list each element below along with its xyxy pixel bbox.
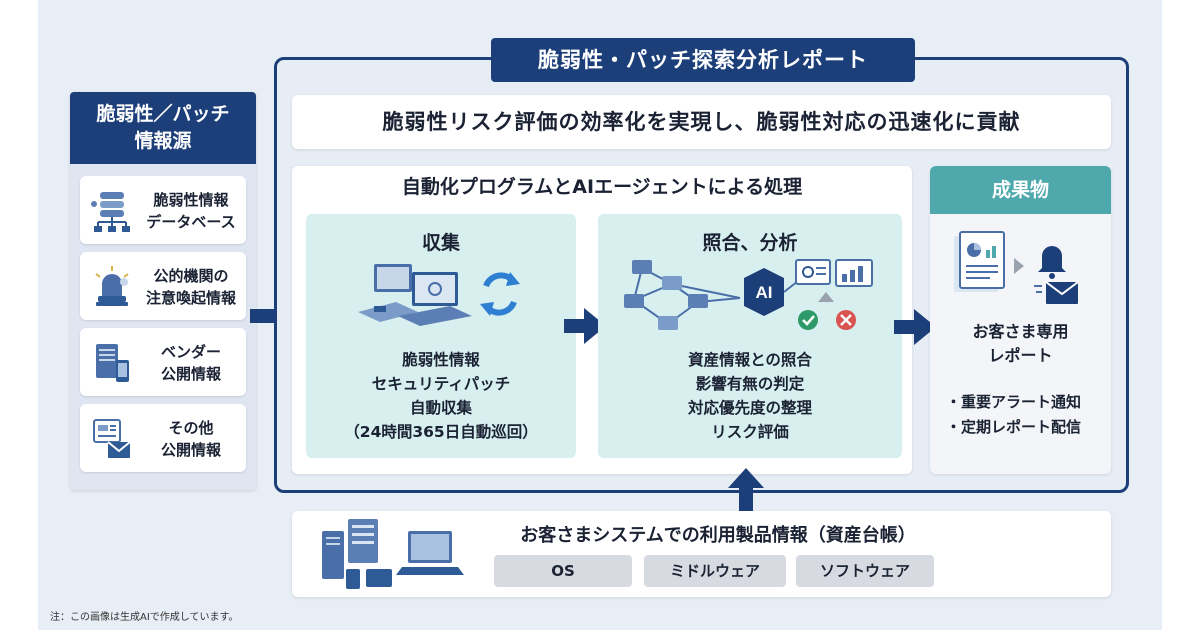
result-panel: 成果物 お客さま専用 レポート ・重要アラート通知 ・定期レポート配信: [930, 166, 1111, 474]
source-card-vuln-db: 脆弱性情報 データベース: [80, 176, 246, 244]
report-title: 脆弱性・パッチ探索分析レポート: [491, 38, 915, 82]
match-stage: 照合、分析 AI: [598, 214, 902, 458]
match-line: 対応優先度の整理: [687, 399, 812, 417]
goal-banner: 脆弱性リスク評価の効率化を実現し、脆弱性対応の迅速化に貢献: [292, 95, 1111, 149]
source-label: 脆弱性情報 データベース: [136, 189, 246, 233]
asset-chip-software: ソフトウェア: [796, 555, 934, 587]
source-card-public-alerts: 公的機関の 注意喚起情報: [80, 252, 246, 320]
asset-chip-middleware: ミドルウェア: [644, 555, 786, 587]
collect-line: （24時間365日自動巡回）: [344, 423, 538, 441]
source-label-line: 脆弱性情報: [153, 191, 229, 209]
match-title: 照合、分析: [702, 232, 798, 254]
alert-siren-icon: [95, 266, 129, 306]
arrow-right-icon: [564, 308, 606, 344]
report-notification-icon: [954, 231, 1079, 304]
server-phone-icon: [96, 344, 129, 382]
computers-sync-icon: [358, 264, 520, 326]
source-label-line: 公開情報: [160, 365, 221, 383]
footnote: 注：この画像は生成AIで作成しています。: [50, 612, 239, 623]
result-title: お客さま専用 レポート: [930, 320, 1111, 368]
sources-header: 脆弱性／パッチ 情報源: [70, 92, 256, 164]
arrow-up-icon: [728, 468, 764, 512]
source-label: ベンダー 公開情報: [136, 341, 246, 385]
arrow-right-icon: [894, 309, 936, 345]
asset-inventory-title: お客さまシステムでの利用製品情報（資産台帳）: [520, 525, 916, 546]
sources-title-line: 情報源: [134, 130, 192, 152]
ai-network-icon: AI: [624, 259, 873, 330]
collect-lines: 脆弱性情報 セキュリティパッチ 自動収集 （24時間365日自動巡回）: [306, 348, 576, 444]
source-label: その他 公開情報: [136, 417, 246, 461]
processing-panel: 自動化プログラムとAIエージェントによる処理 収集 脆弱性情報 セキュリティパッ…: [292, 166, 912, 474]
source-label-line: ベンダー: [160, 343, 221, 361]
document-mail-icon: [93, 419, 131, 458]
collect-title: 収集: [421, 232, 460, 254]
asset-inventory-panel: お客さまシステムでの利用製品情報（資産台帳） OS ミドルウェア ソフトウェア: [292, 511, 1111, 597]
source-card-other: その他 公開情報: [80, 404, 246, 472]
result-title-line: お客さま専用: [972, 322, 1069, 341]
database-network-icon: [91, 192, 130, 232]
source-card-vendor: ベンダー 公開情報: [80, 328, 246, 396]
collect-line: 自動収集: [409, 399, 472, 417]
match-line: リスク評価: [711, 423, 789, 441]
asset-chip-os: OS: [494, 555, 632, 587]
match-lines: 資産情報との照合 影響有無の判定 対応優先度の整理 リスク評価: [598, 348, 902, 444]
source-label-line: 公開情報: [160, 441, 221, 459]
collect-stage: 収集 脆弱性情報 セキュリティパッチ 自動収集 （24時間365日自動巡回）: [306, 214, 576, 458]
source-label-line: その他: [168, 419, 214, 437]
source-label-line: 公的機関の: [153, 267, 229, 285]
collect-line: 脆弱性情報: [402, 351, 480, 369]
source-label: 公的機関の 注意喚起情報: [136, 265, 246, 309]
result-header: 成果物: [930, 166, 1111, 214]
source-label-line: データベース: [146, 213, 236, 231]
result-item: ・重要アラート通知: [946, 393, 1082, 411]
sources-column: 脆弱性／パッチ 情報源 脆弱性情報 データベース: [70, 92, 256, 490]
sources-title-line: 脆弱性／パッチ: [96, 103, 230, 125]
result-item: ・定期レポート配信: [946, 418, 1082, 436]
match-line: 資産情報との照合: [688, 351, 812, 369]
result-list: ・重要アラート通知 ・定期レポート配信: [946, 390, 1111, 440]
ai-label: AI: [756, 283, 773, 302]
result-title-line: レポート: [988, 346, 1053, 365]
match-line: 影響有無の判定: [695, 375, 805, 393]
processing-title: 自動化プログラムとAIエージェントによる処理: [401, 176, 803, 198]
devices-icon: [322, 519, 464, 589]
collect-line: セキュリティパッチ: [371, 375, 511, 393]
source-label-line: 注意喚起情報: [145, 289, 236, 307]
